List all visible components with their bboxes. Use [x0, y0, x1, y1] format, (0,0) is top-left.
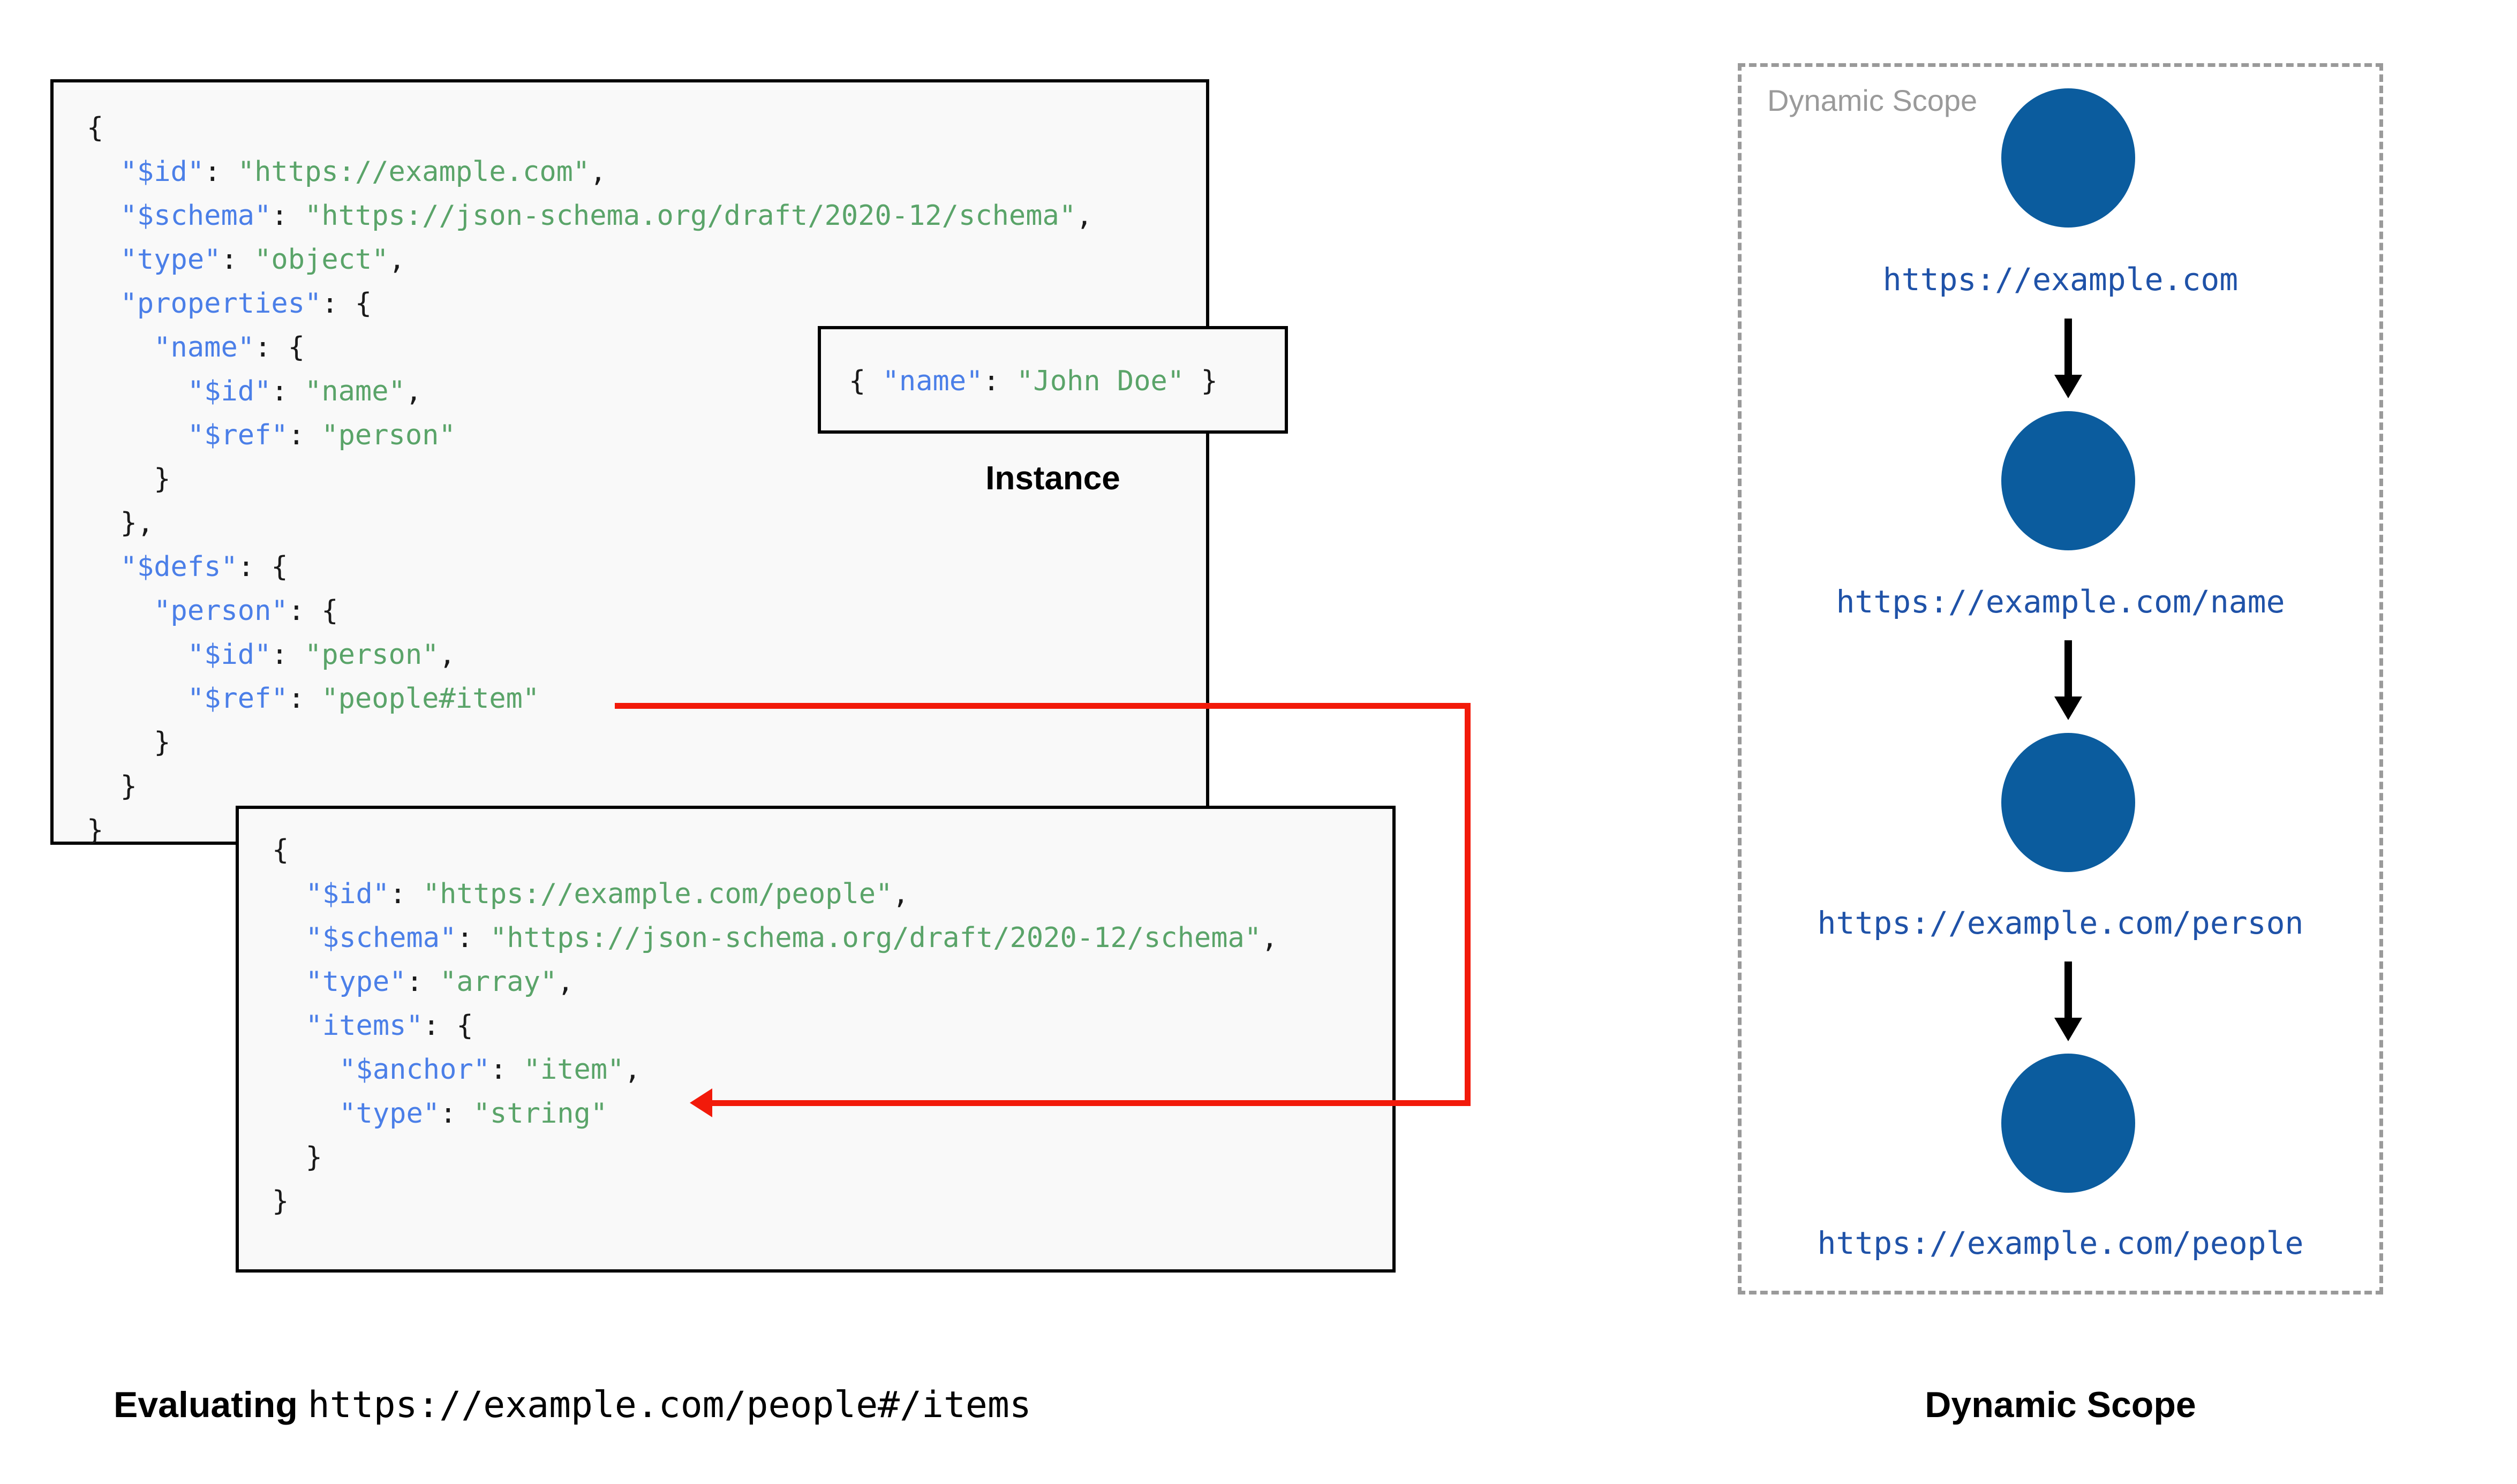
scope-edge-3-arrow-icon — [2054, 1018, 2082, 1041]
people-schema-code: { "$id": "https://example.com/people", "… — [272, 834, 1278, 1217]
scope-node-1-label: https://example.com — [1882, 261, 2239, 298]
instance-code: { "name": "John Doe" } — [849, 365, 1218, 397]
left-caption-url: https://example.com/people#/items — [307, 1384, 1031, 1426]
instance-box: { "name": "John Doe" } — [818, 326, 1288, 434]
dynamic-scope-panel — [1738, 63, 2383, 1294]
left-caption-bold: Evaluating — [114, 1384, 308, 1425]
scope-edge-2-shaft — [2064, 640, 2072, 699]
scope-node-3-label: https://example.com/person — [1817, 905, 2304, 941]
scope-node-4[interactable] — [2001, 1054, 2135, 1193]
scope-edge-1-shaft — [2064, 319, 2072, 377]
scope-edge-1-arrow-icon — [2054, 375, 2082, 398]
scope-node-4-label: https://example.com/people — [1817, 1225, 2304, 1261]
scope-node-2-label: https://example.com/name — [1836, 584, 2285, 620]
root-schema-box: { "$id": "https://example.com", "$schema… — [50, 79, 1209, 846]
dynamic-scope-panel-title: Dynamic Scope — [1767, 84, 1978, 117]
root-schema-code: { "$id": "https://example.com", "$schema… — [87, 112, 1093, 846]
ref-arrow-head-icon — [690, 1088, 712, 1117]
scope-node-2[interactable] — [2001, 411, 2135, 550]
scope-node-1[interactable] — [2001, 88, 2135, 228]
scope-edge-3-shaft — [2064, 961, 2072, 1020]
ref-arrow-segment-top — [615, 703, 1471, 709]
scope-edge-2-arrow-icon — [2054, 696, 2082, 720]
right-caption: Dynamic Scope — [1925, 1384, 2196, 1425]
instance-label: Instance — [985, 460, 1120, 497]
ref-arrow-segment-right — [1465, 703, 1471, 1103]
left-caption: Evaluating https://example.com/people#/i… — [114, 1384, 1031, 1426]
people-schema-box: { "$id": "https://example.com/people", "… — [236, 806, 1396, 1273]
ref-arrow-segment-bottom — [707, 1100, 1471, 1106]
scope-node-3[interactable] — [2001, 733, 2135, 872]
